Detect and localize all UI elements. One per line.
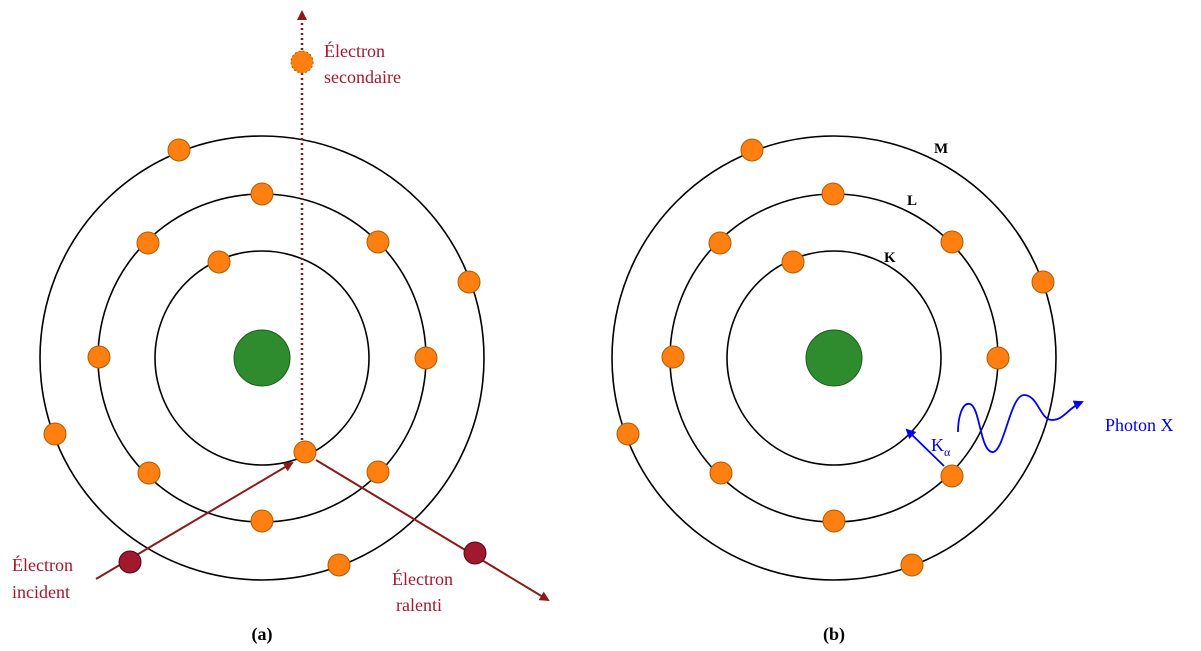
electron	[616, 422, 640, 446]
incident-label-line1: Électron	[12, 554, 73, 575]
electron	[250, 509, 274, 533]
caption-b: (b)	[823, 624, 845, 645]
secondary-label-line1: Électron	[324, 40, 385, 61]
k-alpha-transition-arrow	[905, 428, 945, 467]
electron	[137, 461, 161, 485]
electrons-b	[616, 138, 1055, 577]
electron	[661, 345, 685, 369]
panel-a: Électron secondaire Électron incident Él…	[12, 10, 550, 645]
electron	[293, 440, 317, 464]
electron	[136, 231, 160, 255]
panel-b: K L M Kα Photon X (b)	[611, 135, 1174, 645]
shell-m-label: M	[934, 141, 948, 157]
electron	[900, 553, 924, 577]
k-alpha-label: Kα	[931, 435, 951, 459]
electron	[740, 138, 764, 162]
slowed-label-line1: Électron	[392, 568, 453, 589]
k-alpha-main: K	[931, 435, 944, 455]
incident-label-line2: incident	[12, 582, 70, 602]
photon-label: Photon X	[1105, 415, 1174, 435]
k-alpha-subscript: α	[944, 445, 951, 459]
electron	[167, 138, 191, 162]
secondary-electron	[290, 50, 314, 74]
secondary-label-line2: secondaire	[324, 67, 401, 87]
incident-electron	[118, 550, 142, 574]
electron	[43, 422, 67, 446]
electron	[821, 182, 845, 206]
shell-l-label: L	[907, 193, 917, 209]
caption-a: (a)	[252, 624, 273, 645]
nucleus-a	[233, 329, 291, 387]
electron	[366, 460, 390, 484]
slowed-electron-path	[315, 459, 550, 602]
electron	[822, 509, 846, 533]
electron	[87, 345, 111, 369]
electron	[986, 346, 1010, 370]
electron	[1031, 270, 1055, 294]
electron	[414, 346, 438, 370]
electron	[708, 231, 732, 255]
shell-m-b	[611, 135, 1057, 581]
electron	[709, 461, 733, 485]
shell-k-a	[154, 250, 370, 466]
electron	[940, 464, 964, 488]
shell-k-b	[726, 250, 942, 466]
slowed-electron	[463, 541, 487, 565]
slowed-label-line2: ralenti	[396, 595, 442, 615]
photon-wave	[957, 394, 1084, 453]
electron	[940, 230, 964, 254]
electrons-a	[43, 50, 481, 577]
electron	[781, 250, 805, 274]
shell-k-label: K	[884, 250, 896, 266]
electron	[250, 182, 274, 206]
shell-m-a	[39, 135, 485, 581]
electron	[366, 230, 390, 254]
nucleus-b	[805, 329, 863, 387]
electron	[207, 250, 231, 274]
electron	[457, 270, 481, 294]
electron	[327, 553, 351, 577]
